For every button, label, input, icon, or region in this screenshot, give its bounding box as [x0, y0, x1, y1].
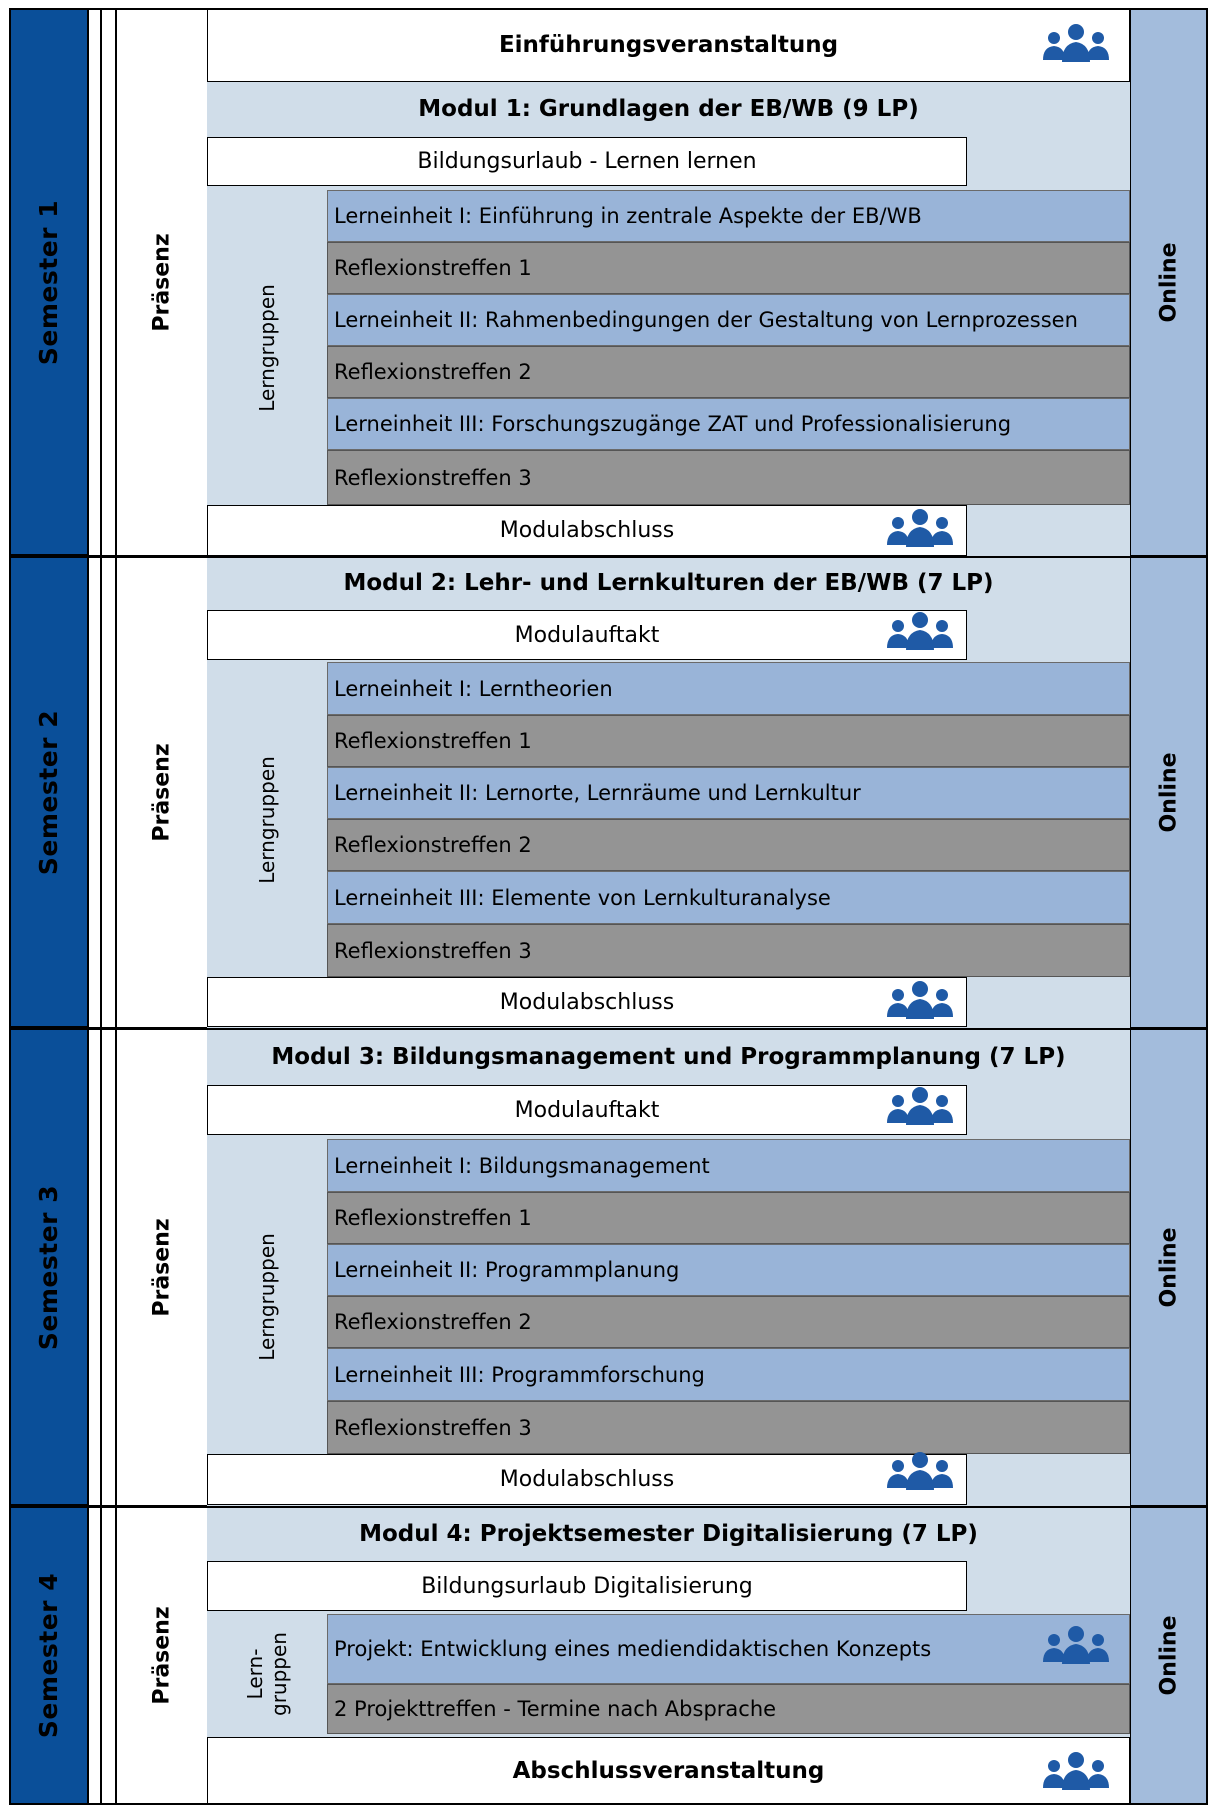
reflexion-row: Reflexionstreffen 2	[327, 346, 1130, 398]
group-people-icon	[887, 509, 953, 547]
lerneinheit-row: Lerneinheit II: Programmplanung	[327, 1244, 1130, 1296]
lerneinheit-row: Lerneinheit I: Bildungsmanagement	[327, 1139, 1130, 1192]
lerneinheit-row: Lerneinheit I: Einführung in zentrale As…	[327, 190, 1130, 242]
intro-event-row: Einführungsveranstaltung	[207, 8, 1130, 82]
intro-event-label: Einführungsveranstaltung	[498, 32, 839, 58]
group-people-icon	[1043, 1626, 1109, 1664]
group-people-icon	[1043, 1752, 1109, 1790]
lerneinheit-row: Lerneinheit III: Programmforschung	[327, 1348, 1130, 1401]
closing-row: Modulabschluss	[207, 977, 967, 1027]
reflexion-row: Reflexionstreffen 3	[327, 450, 1130, 505]
online-label: Online	[1130, 556, 1208, 1028]
module-4-title: Modul 4: Projektsemester Digitalisierung…	[359, 1521, 978, 1547]
project-label: Projekt: Entwicklung eines mediendidakti…	[334, 1637, 932, 1661]
semester-separator	[9, 1027, 1208, 1030]
module-1-title: Modul 1: Grundlagen der EB/WB (9 LP)	[418, 96, 919, 122]
module-start-row: Modulauftakt	[207, 1085, 967, 1135]
group-people-icon	[1043, 24, 1109, 62]
lerneinheit-row: Lerneinheit III: Elemente von Lernkultur…	[327, 871, 1130, 924]
praesenz-label: Präsenz	[149, 1606, 175, 1705]
module-start-row: Modulauftakt	[207, 610, 967, 660]
pre-row: Bildungsurlaub Digitalisierung	[207, 1561, 967, 1611]
lerngruppen-line1: Lern-	[243, 1648, 267, 1700]
semester-separator	[9, 555, 1208, 558]
module-2-title: Modul 2: Lehr- und Lernkulturen der EB/W…	[343, 570, 994, 596]
lerngruppen-line2: gruppen	[267, 1632, 291, 1716]
reflexion-row: Reflexionstreffen 1	[327, 1192, 1130, 1244]
lerneinheit-row: Lerneinheit II: Lernorte, Lernräume und …	[327, 767, 1130, 819]
praesenz-label: Präsenz	[149, 1217, 175, 1317]
final-event-label: Abschlussveranstaltung	[512, 1758, 825, 1784]
project-row: Projekt: Entwicklung eines mediendidakti…	[327, 1614, 1130, 1684]
divider-line	[115, 8, 117, 1805]
reflexion-row: Reflexionstreffen 1	[327, 715, 1130, 767]
semester-1-label: Semester 1	[9, 8, 89, 556]
closing-row: Modulabschluss	[207, 505, 967, 556]
lerneinheit-row: Lerneinheit II: Rahmenbedingungen der Ge…	[327, 294, 1130, 346]
group-people-icon	[887, 612, 953, 650]
semester-4-label: Semester 4	[9, 1506, 89, 1805]
group-people-icon	[887, 1087, 953, 1125]
lerneinheit-row: Lerneinheit I: Lerntheorien	[327, 662, 1130, 715]
reflexion-row: Reflexionstreffen 2	[327, 1296, 1130, 1348]
lerngruppen-label: Lerngruppen	[207, 1139, 327, 1454]
lerneinheit-row: Lerneinheit III: Forschungszugänge ZAT u…	[327, 398, 1130, 450]
praesenz-label: Präsenz	[149, 742, 175, 842]
lerngruppen-label: Lerngruppen	[207, 662, 327, 977]
final-event-row: Abschlussveranstaltung	[207, 1737, 1130, 1805]
lerngruppen-label: Lern- gruppen	[207, 1614, 327, 1734]
online-label: Online	[1130, 1028, 1208, 1506]
lerngruppen-label: Lerngruppen	[207, 190, 327, 505]
module-3-title: Modul 3: Bildungsmanagement und Programm…	[271, 1044, 1066, 1070]
reflexion-row: Reflexionstreffen 2	[327, 819, 1130, 871]
online-label: Online	[1130, 1506, 1208, 1805]
divider-line	[100, 8, 102, 1805]
online-label: Online	[1130, 8, 1208, 556]
semester-separator	[9, 1505, 1208, 1508]
project-meeting-row: 2 Projekttreffen - Termine nach Absprach…	[327, 1684, 1130, 1734]
reflexion-row: Reflexionstreffen 3	[327, 1401, 1130, 1454]
group-people-icon	[887, 1452, 953, 1490]
reflexion-row: Reflexionstreffen 1	[327, 242, 1130, 294]
closing-row: Modulabschluss	[207, 1454, 967, 1505]
group-people-icon	[887, 981, 953, 1019]
semester-3-label: Semester 3	[9, 1028, 89, 1506]
pre-row: Bildungsurlaub - Lernen lernen	[207, 137, 967, 186]
praesenz-label: Präsenz	[149, 232, 175, 332]
reflexion-row: Reflexionstreffen 3	[327, 924, 1130, 977]
semester-2-label: Semester 2	[9, 556, 89, 1028]
